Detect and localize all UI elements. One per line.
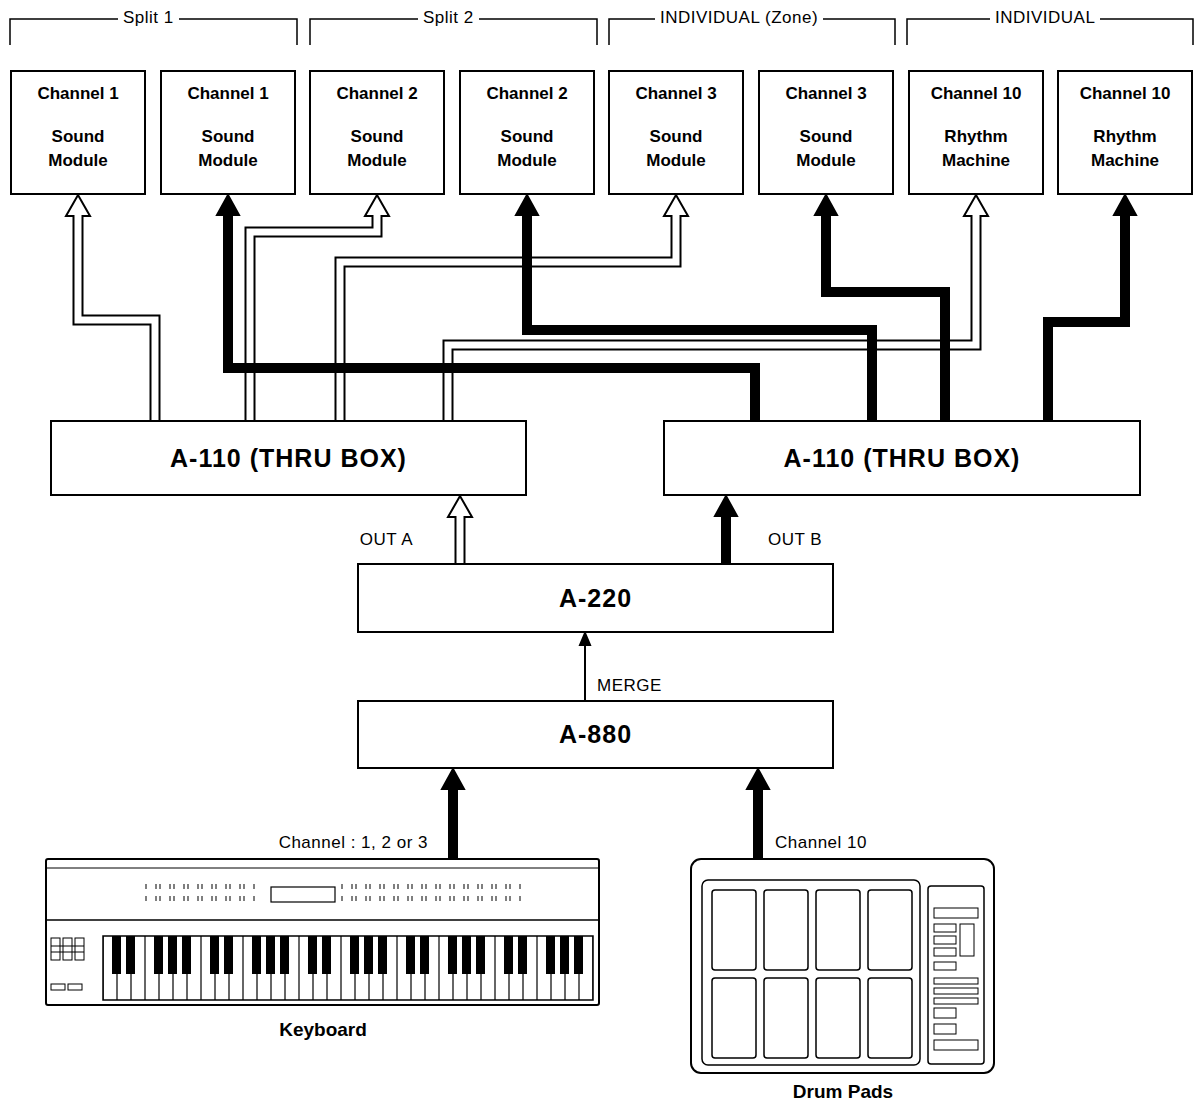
- device-label: Sound Module: [178, 125, 278, 173]
- channel-label: Channel 2: [486, 82, 567, 105]
- device-label: Sound Module: [776, 125, 876, 173]
- drum-pads-instrument: Drum Pads: [690, 858, 996, 1103]
- solid-arrow: [516, 195, 872, 420]
- hollow-arrow: [448, 195, 988, 420]
- channel-label: Channel 10: [931, 82, 1022, 105]
- channel-label: Channel 2: [336, 82, 417, 105]
- channel-label: Channel 3: [635, 82, 716, 105]
- solid-arrow: [442, 769, 464, 858]
- thin-arrow: [580, 633, 590, 700]
- thru-box: A-110 (THRU BOX): [663, 420, 1141, 496]
- device-label: Rhythm Machine: [1075, 125, 1175, 173]
- edge-label: OUT A: [355, 530, 418, 550]
- edge-label: Channel 10: [770, 833, 872, 853]
- solid-arrow: [1048, 195, 1136, 420]
- solid-arrow: [815, 195, 945, 420]
- bracket-label: Split 2: [418, 8, 479, 28]
- module-box: Channel 10 Rhythm Machine: [908, 70, 1044, 195]
- module-box: Channel 10 Rhythm Machine: [1057, 70, 1193, 195]
- thru-box: A-110 (THRU BOX): [50, 420, 527, 496]
- device-label: Sound Module: [626, 125, 726, 173]
- drum-pads-illustration: [690, 858, 996, 1076]
- edge-label: Channel : 1, 2 or 3: [274, 833, 433, 853]
- unit-label: A-110 (THRU BOX): [170, 444, 407, 473]
- solid-arrow: [747, 769, 769, 858]
- solid-arrow: [217, 195, 755, 420]
- midi-unit-box: A-880: [357, 700, 834, 769]
- channel-label: Channel 3: [785, 82, 866, 105]
- solid-arrow: [715, 496, 737, 563]
- device-label: Sound Module: [477, 125, 577, 173]
- channel-label: Channel 10: [1080, 82, 1171, 105]
- edge-label: MERGE: [592, 676, 667, 696]
- channel-label: Channel 1: [37, 82, 118, 105]
- hollow-arrow: [66, 195, 155, 420]
- module-box: Channel 1 Sound Module: [160, 70, 296, 195]
- instrument-caption: Drum Pads: [793, 1081, 893, 1103]
- unit-label: A-110 (THRU BOX): [784, 444, 1021, 473]
- device-label: Sound Module: [28, 125, 128, 173]
- unit-label: A-880: [559, 720, 632, 749]
- keyboard-instrument: Keyboard: [45, 858, 601, 1041]
- module-box: Channel 3 Sound Module: [608, 70, 744, 195]
- bracket-label: INDIVIDUAL (Zone): [655, 8, 823, 28]
- instrument-caption: Keyboard: [279, 1019, 367, 1041]
- unit-label: A-220: [559, 584, 632, 613]
- midi-unit-box: A-220: [357, 563, 834, 633]
- device-label: Rhythm Machine: [926, 125, 1026, 173]
- module-box: Channel 1 Sound Module: [10, 70, 146, 195]
- hollow-arrow: [448, 496, 472, 563]
- bracket-label: INDIVIDUAL: [990, 8, 1100, 28]
- hollow-arrow: [340, 195, 688, 420]
- keyboard-illustration: [45, 858, 601, 1008]
- bracket-label: Split 1: [118, 8, 179, 28]
- module-box: Channel 3 Sound Module: [758, 70, 894, 195]
- channel-label: Channel 1: [187, 82, 268, 105]
- device-label: Sound Module: [327, 125, 427, 173]
- module-box: Channel 2 Sound Module: [459, 70, 595, 195]
- edge-label: OUT B: [763, 530, 827, 550]
- module-box: Channel 2 Sound Module: [309, 70, 445, 195]
- hollow-arrow: [250, 195, 389, 420]
